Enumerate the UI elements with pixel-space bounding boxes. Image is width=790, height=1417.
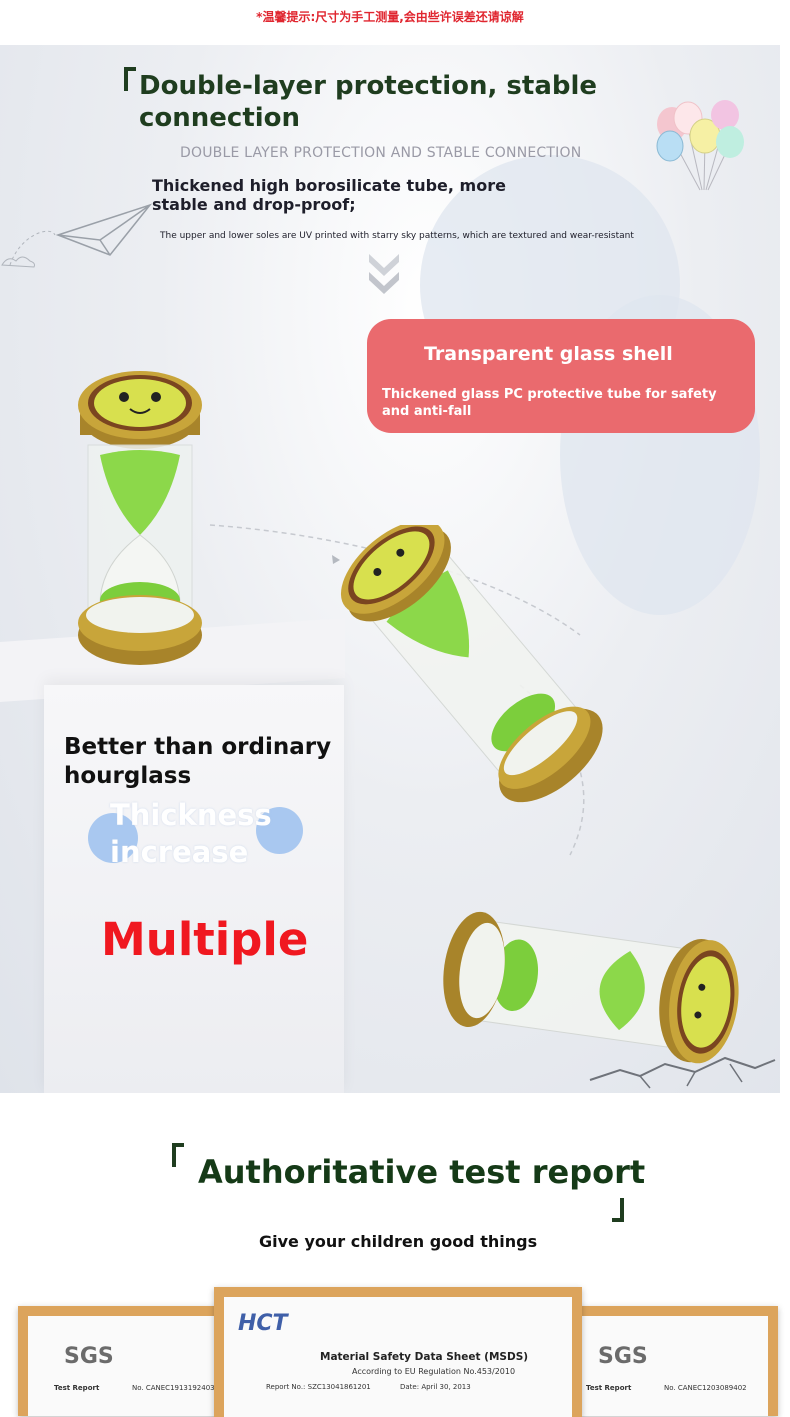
title-bracket-icon (172, 1143, 184, 1167)
hourglass-lying-image (443, 911, 739, 1064)
comparison-heading: Better than ordinary hourglass (64, 734, 332, 789)
chevron-down-icon (369, 254, 399, 294)
certificate-heading: Test Report (586, 1384, 632, 1392)
certificate-ref: Report No.: SZC13041861201 (266, 1383, 371, 1391)
balloons-icon (656, 100, 744, 191)
feature-line: Thickened high borosilicate tube, more s… (152, 176, 506, 214)
pedestal (44, 685, 344, 1093)
certificate-subheading: According to EU Regulation No.453/2010 (352, 1367, 516, 1376)
paper-plane-icon (1, 203, 153, 268)
multiple-text: Multiple (101, 913, 309, 966)
certificate-frame-left: SGS Test Report No. CANEC1913192403 (18, 1306, 248, 1416)
callout-text: Thickened glass PC protective tube for s… (382, 387, 717, 419)
product-feature-panel: Double-layer protection, stable connecti… (0, 45, 780, 1093)
hourglass-tilted-image (340, 525, 603, 803)
certificate-logo: SGS (598, 1344, 648, 1369)
certificate-date: Date: April 30, 2013 (400, 1383, 471, 1391)
title-bracket-icon (124, 67, 136, 91)
report-section-title: Authoritative test report (198, 1153, 646, 1191)
certificate-ref: No. CANEC1203089402 (664, 1384, 747, 1392)
certificate-heading: Test Report (54, 1384, 100, 1392)
detail-line: The upper and lower soles are UV printed… (160, 231, 634, 241)
thickness-text: Thickness increase (110, 798, 272, 869)
title-bracket-icon (612, 1198, 624, 1222)
certificate-logo: HCT (238, 1311, 288, 1336)
report-section-subtitle: Give your children good things (259, 1232, 538, 1251)
notice-text: *温馨提示:尺寸为手工测量,会由些许误差还请谅解 (256, 10, 524, 24)
callout-title: Transparent glass shell (424, 343, 673, 365)
certificate-logo: SGS (64, 1344, 114, 1369)
section-title: Double-layer protection, stable connecti… (139, 71, 598, 133)
certificate-frame-right: SGS Test Report No. CANEC1203089402 (548, 1306, 778, 1416)
hourglass-upright-image (78, 371, 202, 665)
decorative-dot (88, 813, 138, 863)
crack-decoration (589, 1056, 776, 1089)
certificate-frame-center: HCT Material Safety Data Sheet (MSDS) Ac… (214, 1287, 582, 1417)
section-subtitle: DOUBLE LAYER PROTECTION AND STABLE CONNE… (180, 145, 582, 161)
decorative-dot (256, 807, 303, 854)
certificate-ref: No. CANEC1913192403 (132, 1384, 215, 1392)
certificate-heading: Material Safety Data Sheet (MSDS) (320, 1351, 529, 1363)
callout-box: Transparent glass shell Thickened glass … (367, 319, 755, 433)
